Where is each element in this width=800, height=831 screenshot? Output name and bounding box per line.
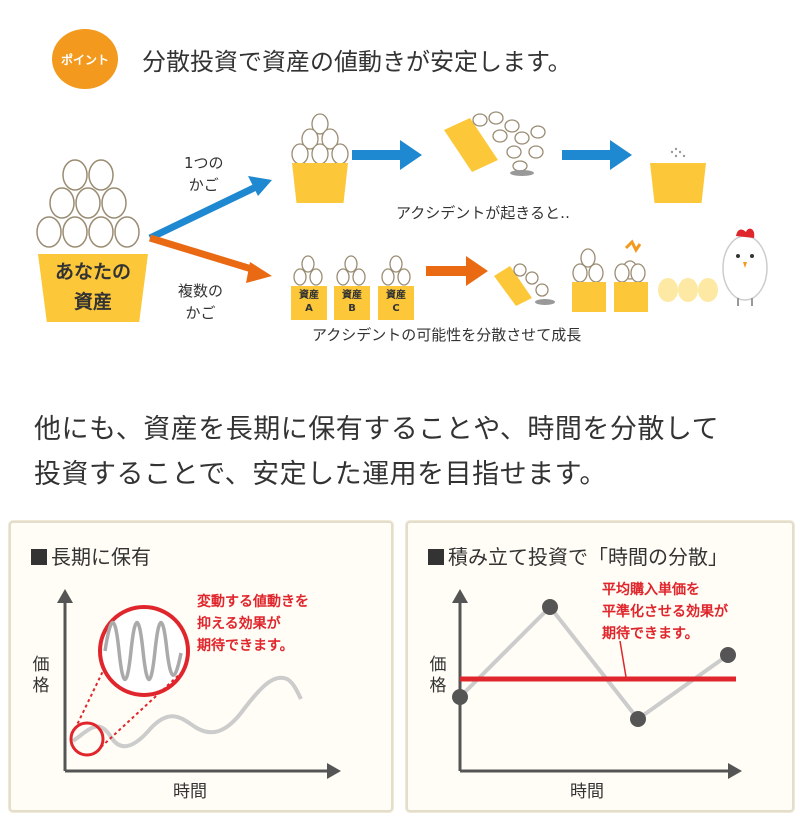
panel-long-term-title: 長期に保有	[31, 541, 151, 570]
egg-pile-large	[36, 159, 140, 248]
purchase-point-4	[720, 647, 736, 663]
arrow-bottom	[466, 256, 488, 286]
y-axis-arrow-icon	[57, 589, 73, 603]
price-line-long-term	[71, 675, 303, 749]
x-axis-arrow-icon	[728, 763, 742, 779]
basket-a	[291, 286, 327, 320]
egg-groups-abc	[293, 255, 411, 286]
single-basket-full	[292, 163, 348, 203]
panel-time-diversification: 積み立て投資で「時間の分散」 平均購入単価を 平準化させる効果が 期待できます。…	[406, 521, 794, 812]
long-term-chart	[57, 589, 341, 779]
single-basket-empty	[650, 163, 706, 203]
egg-groups-after	[572, 248, 646, 283]
price-line	[458, 603, 730, 722]
zoom-guide-2	[100, 672, 182, 748]
tipped-basket-bottom	[494, 266, 532, 306]
basket-b	[334, 286, 370, 320]
paragraph-line-1: 他にも、資産を長期に保有することや、時間を分散して	[34, 414, 720, 445]
basket-after-2	[614, 282, 648, 312]
square-bullet-icon	[428, 549, 444, 565]
chicken-icon	[722, 228, 768, 306]
square-bullet-icon	[31, 549, 47, 565]
point-badge: ポイント	[52, 29, 118, 89]
long-term-y-label: 価 格	[32, 655, 50, 696]
arrow-multi-basket-head	[246, 262, 272, 283]
paragraph-line-2: 投資することで、安定した運用を目指せます。	[34, 459, 607, 490]
panel-time-diversification-title: 積み立て投資で「時間の分散」	[428, 541, 728, 570]
note-pointer	[619, 640, 627, 678]
y-axis-arrow-icon	[452, 589, 468, 603]
arrow-top-1	[400, 140, 422, 170]
your-assets-basket	[38, 254, 148, 322]
your-assets-label: あなたの 資産	[54, 261, 131, 313]
egg-pile-top	[291, 113, 349, 165]
falling-eggs-top	[472, 111, 546, 172]
dollar-cost-chart	[452, 589, 742, 779]
arrow-multi-basket	[148, 234, 257, 274]
multiple-baskets-label: 複数の かご	[178, 282, 224, 322]
long-term-note: 変動する値動きを 抑える効果が 期待できます。	[197, 594, 309, 654]
tipped-basket-top	[444, 118, 498, 172]
one-basket-label: 1つの かご	[184, 154, 224, 194]
long-term-x-label: 時間	[173, 782, 207, 802]
time-diversification-x-label: 時間	[570, 782, 604, 802]
headline: 分散投資で資産の値動きが安定します。	[142, 48, 572, 76]
zoom-small-circle	[69, 721, 105, 757]
arrow-one-basket	[148, 182, 260, 242]
accident-caption: アクシデントが起きると‥	[396, 204, 570, 222]
time-diversification-note: 平均購入単価を 平準化させる効果が 期待できます。	[602, 582, 728, 642]
arrow-one-basket-head	[248, 176, 272, 196]
price-line-zoomed	[103, 621, 183, 681]
diversify-caption: アクシデントの可能性を分散させて成長	[312, 326, 582, 344]
time-diversification-y-label: 価 格	[429, 655, 447, 696]
shell-fragments	[670, 147, 686, 158]
diversification-diagram	[36, 111, 768, 306]
x-axis-arrow-icon	[327, 763, 341, 779]
purchase-point-2	[542, 599, 558, 615]
basket-c	[378, 286, 414, 320]
basket-after-1	[572, 282, 606, 312]
chicks-icon	[658, 278, 718, 302]
purchase-point-3	[630, 711, 646, 727]
point-badge-label: ポイント	[60, 52, 109, 67]
arrow-top-2	[610, 140, 632, 170]
purchase-point-1	[452, 689, 468, 705]
panel-long-term: 長期に保有 変動する値動きを 抑える効果が 期待できます。 価 格 時間	[9, 521, 393, 812]
zoom-guide-1	[74, 670, 104, 730]
